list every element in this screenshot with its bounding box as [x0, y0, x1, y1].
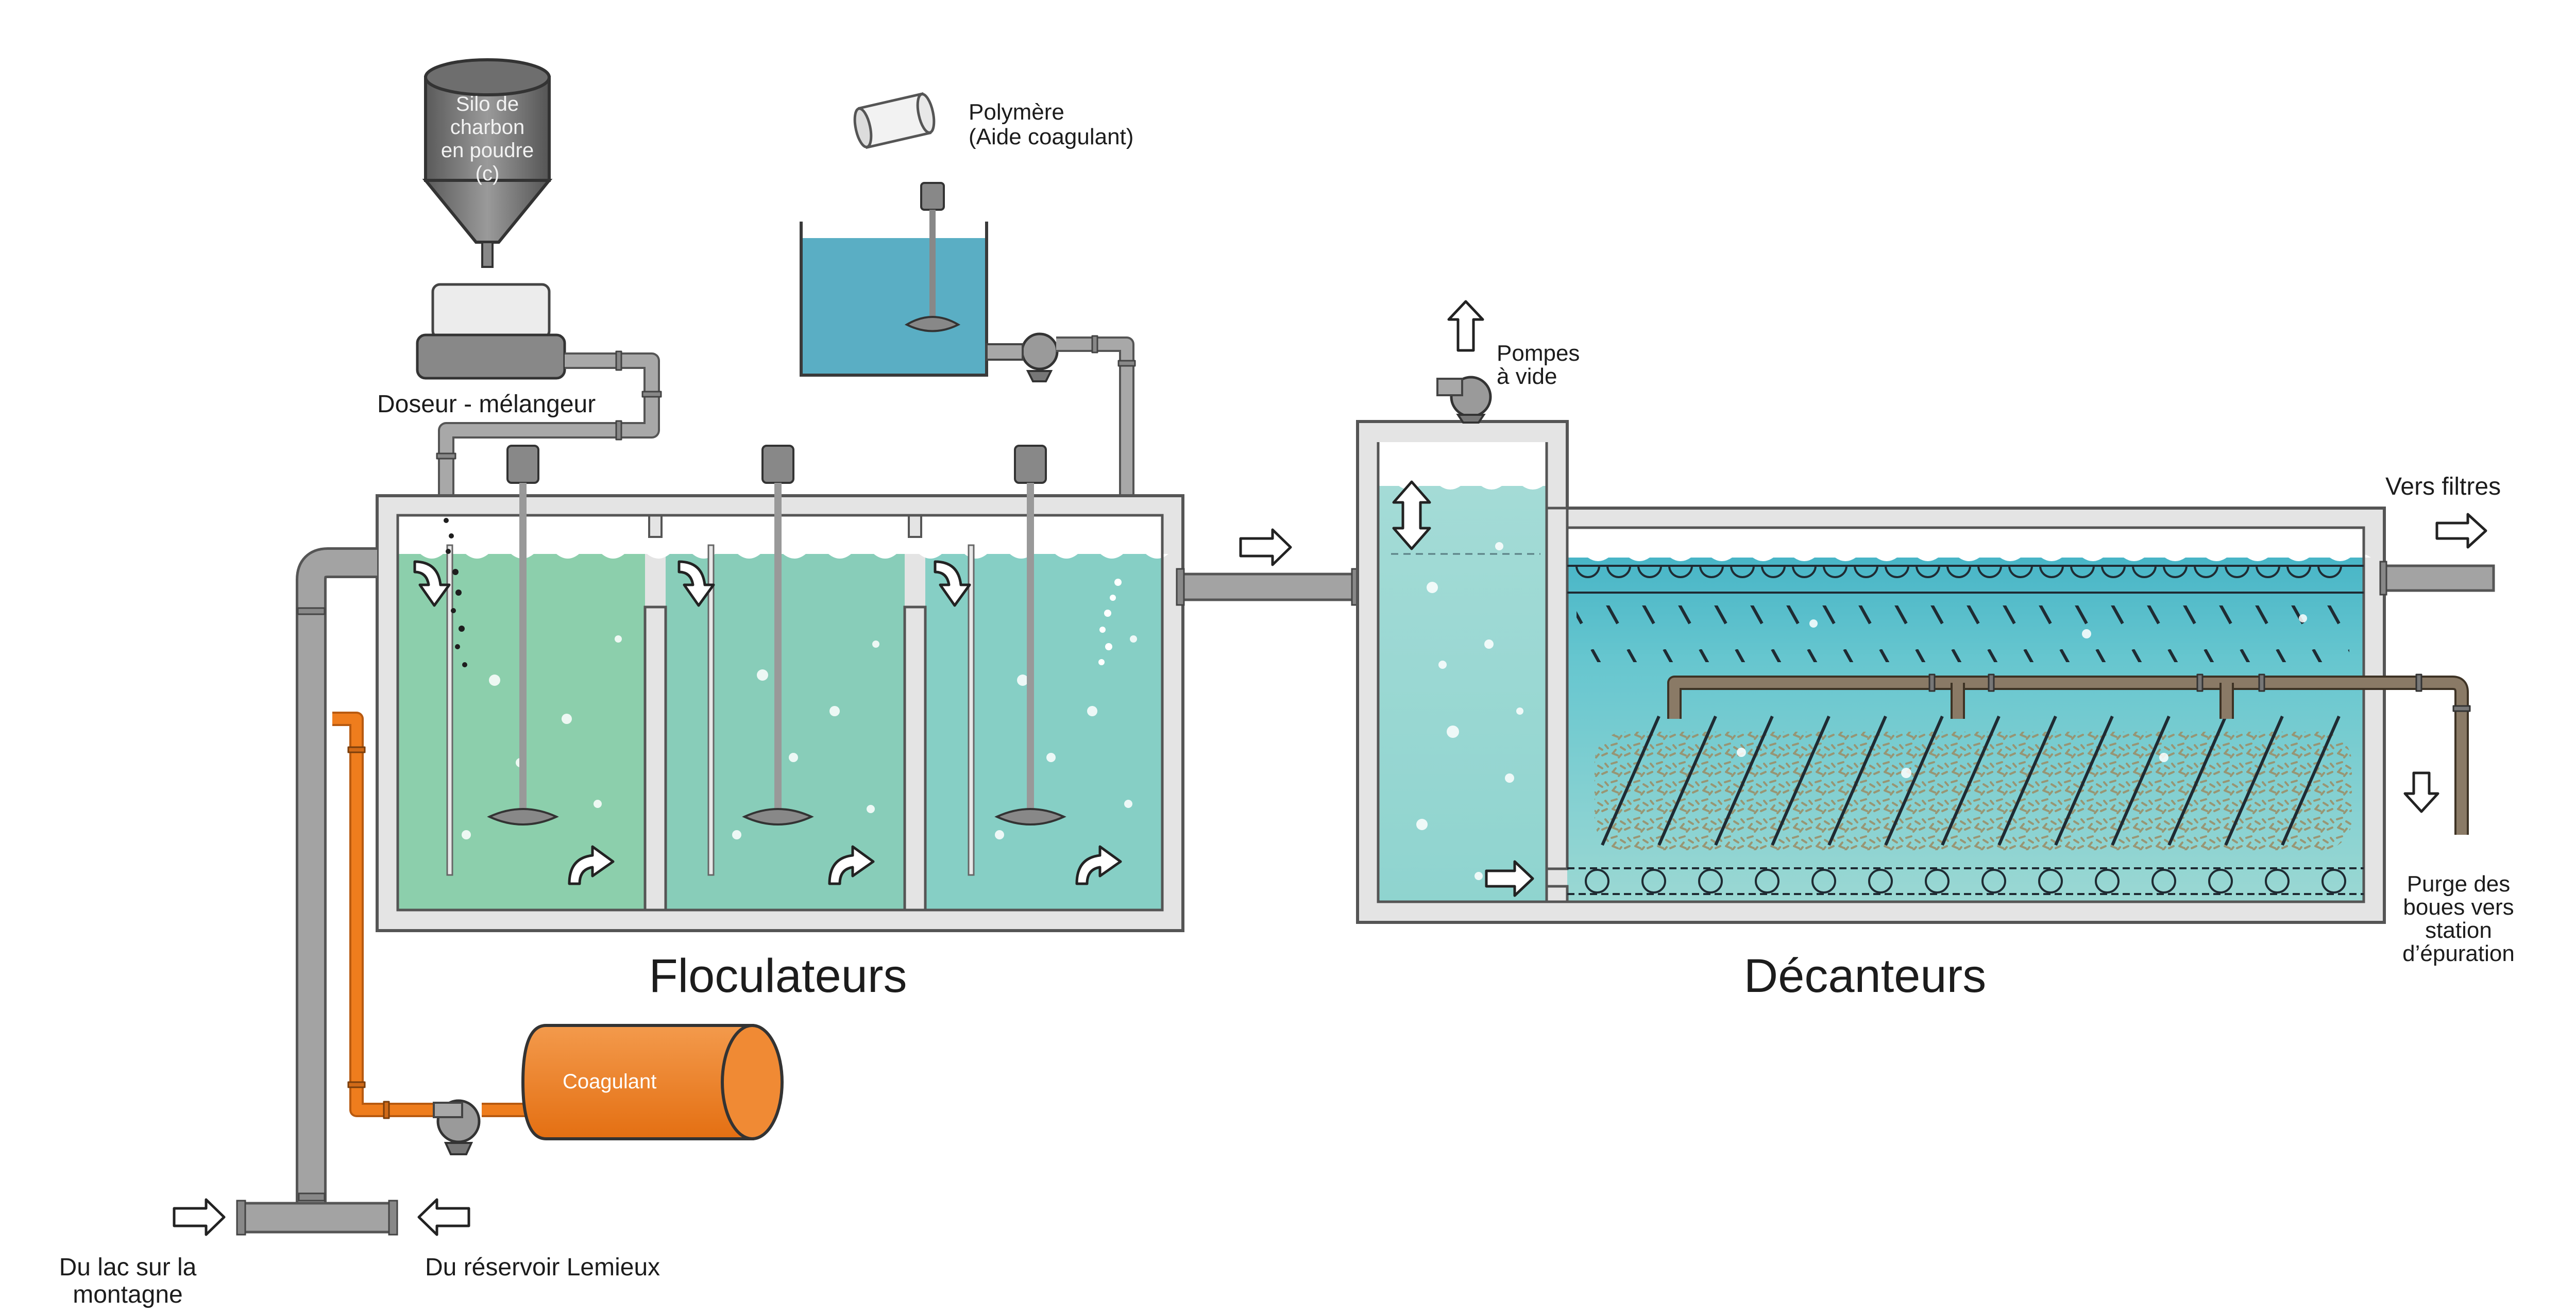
coagulant-pipe — [332, 712, 528, 1119]
sludge-label-1: Purge des — [2407, 871, 2511, 897]
silo-label-4: (c) — [476, 162, 500, 185]
hollow-arrow-icon — [2435, 513, 2487, 549]
inlet-manifold — [236, 1192, 398, 1236]
polymer-bucket-icon — [853, 92, 936, 149]
polymer-tank — [800, 222, 988, 377]
silo-label-2: charbon — [450, 116, 525, 139]
hollow-arrow-icon — [417, 1198, 470, 1236]
carbon-feed-pipe — [436, 350, 662, 495]
carbon-silo: Silo de charbon en poudre (c) — [422, 58, 553, 268]
sludge-collector-pipe — [1667, 673, 2471, 835]
hollow-arrow-icon — [1447, 300, 1484, 352]
coagulant-pump-icon — [433, 1099, 481, 1155]
flocculators-title: Floculateurs — [649, 950, 907, 1002]
coagulant-tank: Coagulant — [521, 1024, 784, 1140]
lamella-plates-lower — [1601, 715, 2341, 846]
double-arrow-icon — [1392, 480, 1431, 550]
raw-water-pipe — [296, 547, 377, 1219]
from-lake-label-2: montagne — [73, 1281, 183, 1308]
flocculator-mixer-icon — [487, 445, 559, 826]
vacuum-pump-icon — [1436, 376, 1492, 424]
collection-troughs — [1567, 565, 2364, 594]
coagulant-label: Coagulant — [563, 1070, 656, 1093]
curved-arrow-icon — [413, 560, 1122, 885]
silo-label-1: Silo de — [456, 93, 519, 115]
hollow-arrow-icon — [2403, 771, 2439, 813]
sludge-blanket — [1595, 732, 2352, 850]
carbon-particles — [444, 518, 467, 667]
polymer-label-1: Polymère — [969, 99, 1064, 125]
filter-outlet-pipe — [2379, 561, 2495, 596]
sludge-label-2: boues vers — [2403, 895, 2514, 920]
hollow-arrow-icon — [1239, 528, 1292, 566]
sludge-label-4: d’épuration — [2402, 941, 2515, 966]
polymer-mixer-icon — [904, 182, 961, 332]
doser-mixer: Doseur - mélangeur — [377, 283, 596, 418]
polymer-pump-icon — [986, 332, 1059, 382]
settlers-title: Décanteurs — [1744, 950, 1986, 1002]
flocculator-mixer-icon — [994, 445, 1066, 826]
flocculator-mixer-icon — [742, 445, 814, 826]
polymer-label-2: (Aide coagulant) — [969, 124, 1133, 149]
settler-bubbles — [1416, 542, 2307, 880]
hollow-arrow-icon — [173, 1198, 226, 1236]
hollow-arrow-icon — [1485, 860, 1534, 897]
from-reservoir-label: Du réservoir Lemieux — [425, 1254, 660, 1281]
sludge-label-3: station — [2425, 918, 2492, 943]
vacuum-label-1: Pompes — [1497, 341, 1580, 366]
lamella-plates-upper — [1577, 605, 2349, 662]
bottom-distribution — [1567, 867, 2364, 895]
doser-label: Doseur - mélangeur — [377, 391, 596, 418]
polymer-injection-particles — [1098, 579, 1122, 665]
to-filters-label: Vers filtres — [2385, 473, 2501, 500]
transfer-pipe — [1176, 568, 1360, 606]
from-lake-label-1: Du lac sur la — [59, 1254, 197, 1281]
silo-label-3: en poudre — [441, 139, 534, 162]
vacuum-label-2: à vide — [1497, 364, 1557, 389]
